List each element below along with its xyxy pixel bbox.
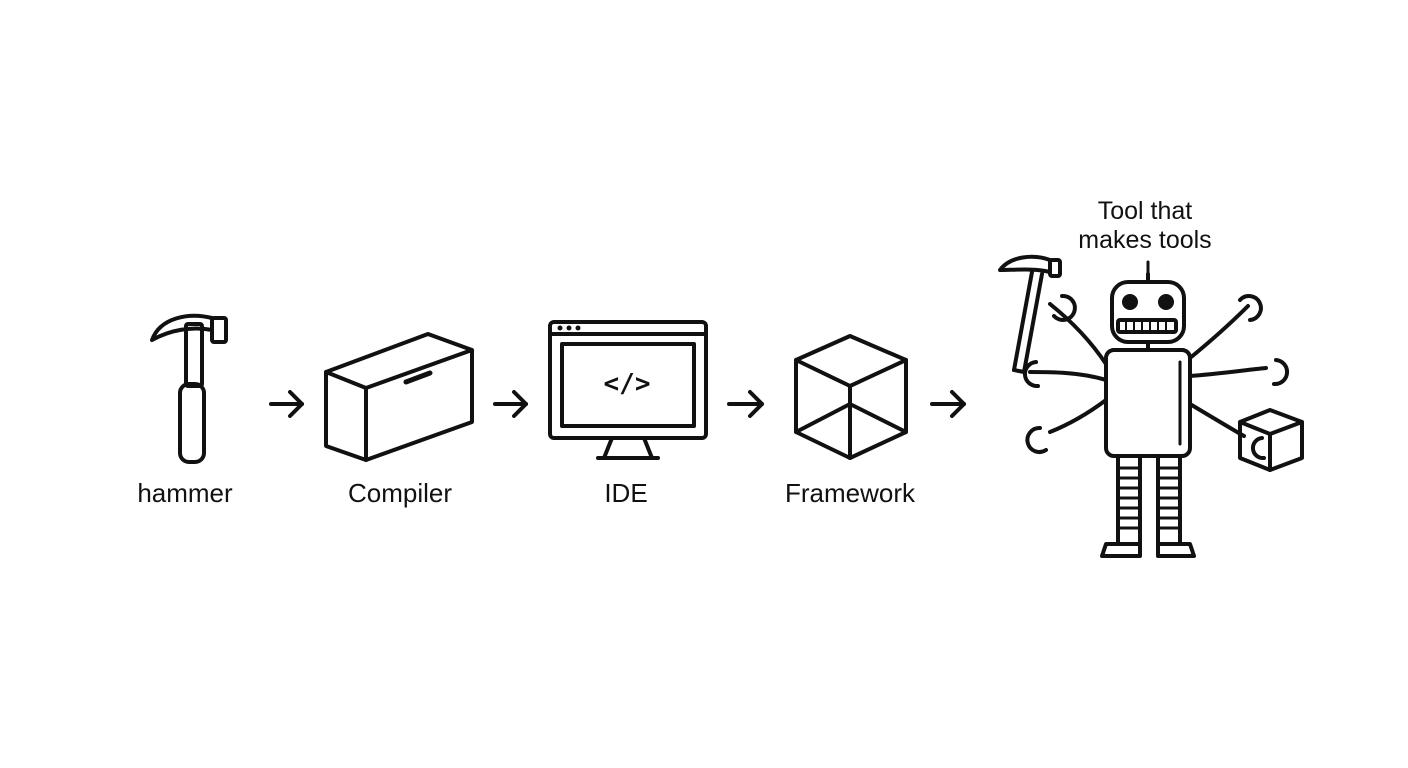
multi-arm-robot-icon: [998, 254, 1304, 558]
step-label-ide: IDE: [604, 478, 648, 508]
arrow-right-icon: [493, 390, 528, 418]
final-caption-line2: makes tools: [1078, 226, 1212, 254]
final-caption: Tool that makes tools: [1035, 197, 1255, 255]
step-label-compiler: Compiler: [347, 478, 453, 508]
cube-icon: [794, 334, 908, 460]
hammer-icon: [150, 313, 228, 464]
arrow-right-icon: [727, 390, 764, 418]
step-label-hammer: hammer: [137, 478, 233, 508]
code-glyph: </>: [604, 369, 651, 399]
monitor-code-icon: </>: [548, 320, 708, 460]
final-caption-line1: Tool that: [1097, 197, 1193, 225]
step-label-framework: Framework: [784, 478, 916, 508]
box-icon: [324, 332, 474, 462]
arrow-right-icon: [930, 390, 966, 418]
arrow-right-icon: [269, 390, 304, 418]
